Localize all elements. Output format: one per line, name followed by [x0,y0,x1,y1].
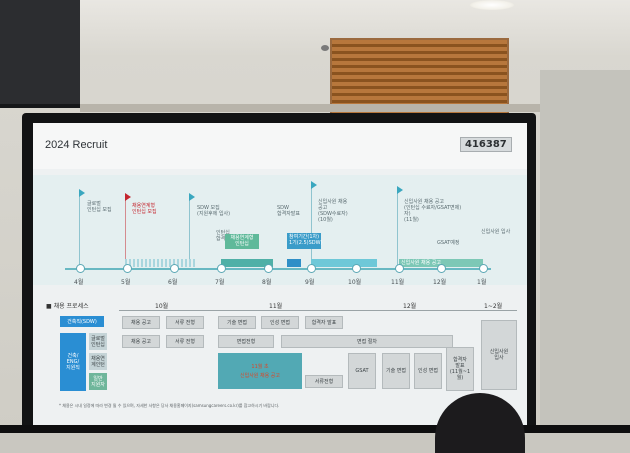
flag-icon [189,193,195,201]
month-label: 8월 [262,279,272,286]
internship-bar [221,259,273,267]
hire-bar-2: 신입사원 채용 공고 [399,259,483,267]
month-dot [76,264,85,273]
process-column-header: 1~2월 [484,303,503,310]
process-step: GSAT [348,353,376,389]
process-header-rule [119,310,477,311]
month-label: 11월 [391,279,405,286]
process-step: 기술 면접 [218,316,256,329]
slide-header [33,123,527,169]
month-dot [307,264,316,273]
event-label: 채용연계형 인턴십 모집 [132,203,157,215]
internship-period-bar [125,259,195,267]
month-dot [437,264,446,273]
highlight-title: 신입사원 채용 공고 [240,372,280,379]
process-step: 인성 면접 [261,316,299,329]
highlight-box: 11월 초 신입사원 채용 공고 [218,353,302,389]
month-label: 6월 [168,279,178,286]
month-dot [264,264,273,273]
internship-box: 채용연계형 인턴십 [225,234,259,249]
sub-track: 일반 지원자 [89,373,107,390]
event-label: SDW 모집 (지원후에 입사) [197,205,231,217]
month-label: 12월 [433,279,447,286]
month-dot [217,264,226,273]
event-label: SDW 합격자발표 [277,205,301,217]
sub-track: 글로벌 인턴십 [89,333,107,350]
month-dot [352,264,361,273]
flag-icon [311,181,317,189]
wall-trim [80,104,540,112]
month-label: 10월 [348,279,362,286]
highlight-date: 11월 초 [251,363,269,370]
slide-title: 2024 Recruit [45,139,108,151]
month-label: 4월 [74,279,84,286]
hire-bar-1 [311,259,377,267]
event-pole [311,185,312,267]
process-header-rule [477,310,517,311]
process-step: 신입사원 입사 [481,320,517,390]
process-step: 합격자 발표 [305,316,343,329]
tv-bottom-edge [0,425,630,433]
process-step: 서류 전형 [166,335,204,348]
sub-track: 채용연 계인턴 [89,353,107,370]
process-step: 합격자 발표 (11월~1 월) [446,347,474,391]
ceiling [0,0,630,60]
event-label: 글로벌 인턴십 모집 [87,201,112,213]
ceiling-sensor [321,45,329,51]
month-label: 7월 [215,279,225,286]
process-step: 면접 절차 [281,335,453,348]
process-step: 인성 면접 [414,353,442,389]
process-step: 기술 면접 [382,353,410,389]
event-pole [79,193,80,268]
event-pole [397,190,398,267]
process-column-header: 10월 [155,303,169,310]
track-label: 건축직(SDW) [60,316,104,327]
process-column-header: 12월 [403,303,417,310]
slide-code-badge: 416387 [460,137,512,152]
month-dot [479,264,488,273]
event-pole [125,197,126,267]
month-dot [123,264,132,273]
process-step: 채용 공고 [122,335,160,348]
timeline-axis [65,268,491,270]
flag-icon [397,186,403,194]
month-label: 5월 [121,279,131,286]
sdw-bar [287,259,301,267]
wall-speaker [0,0,80,108]
flag-icon [79,189,85,197]
process-title: ■ 채용 프로세스 [46,303,89,310]
flag-icon [125,193,131,201]
event-label: GSAT예정 [437,240,460,246]
tv-screen: 2024 Recruit 416387 글로벌 인턴십 모집 채용연계형 인턴십… [33,123,527,428]
event-label: 신입사원 채용 공고 (인턴십 수료자/GSAT면제) 자) (11월) [404,199,462,223]
track-label: 건축/ ENG/ 지원직 [60,333,86,391]
ceiling-light [470,0,514,10]
sdw-box: 참여기간(1차) 1기(2.5)SDW) [287,233,323,249]
month-dot [395,264,404,273]
event-label: 신입사원 입사 [481,229,511,235]
month-dot [170,264,179,273]
process-column-header: 11월 [269,303,283,310]
process-step: 면접전형 [218,335,274,348]
event-pole [189,197,190,267]
footnote: * 채용은 시내 일정에 따라 변경 될 수 있으며, 자세한 사항은 당사 채… [59,403,280,408]
month-label: 1월 [477,279,487,286]
event-label: 신입사원 채용 공고 (SDW수료자) (10월) [318,199,348,223]
process-step: 채용 공고 [122,316,160,329]
side-wall [540,70,630,433]
process-step: 서류 전형 [166,316,204,329]
month-label: 9월 [305,279,315,286]
process-step: 서류전형 [305,375,343,388]
